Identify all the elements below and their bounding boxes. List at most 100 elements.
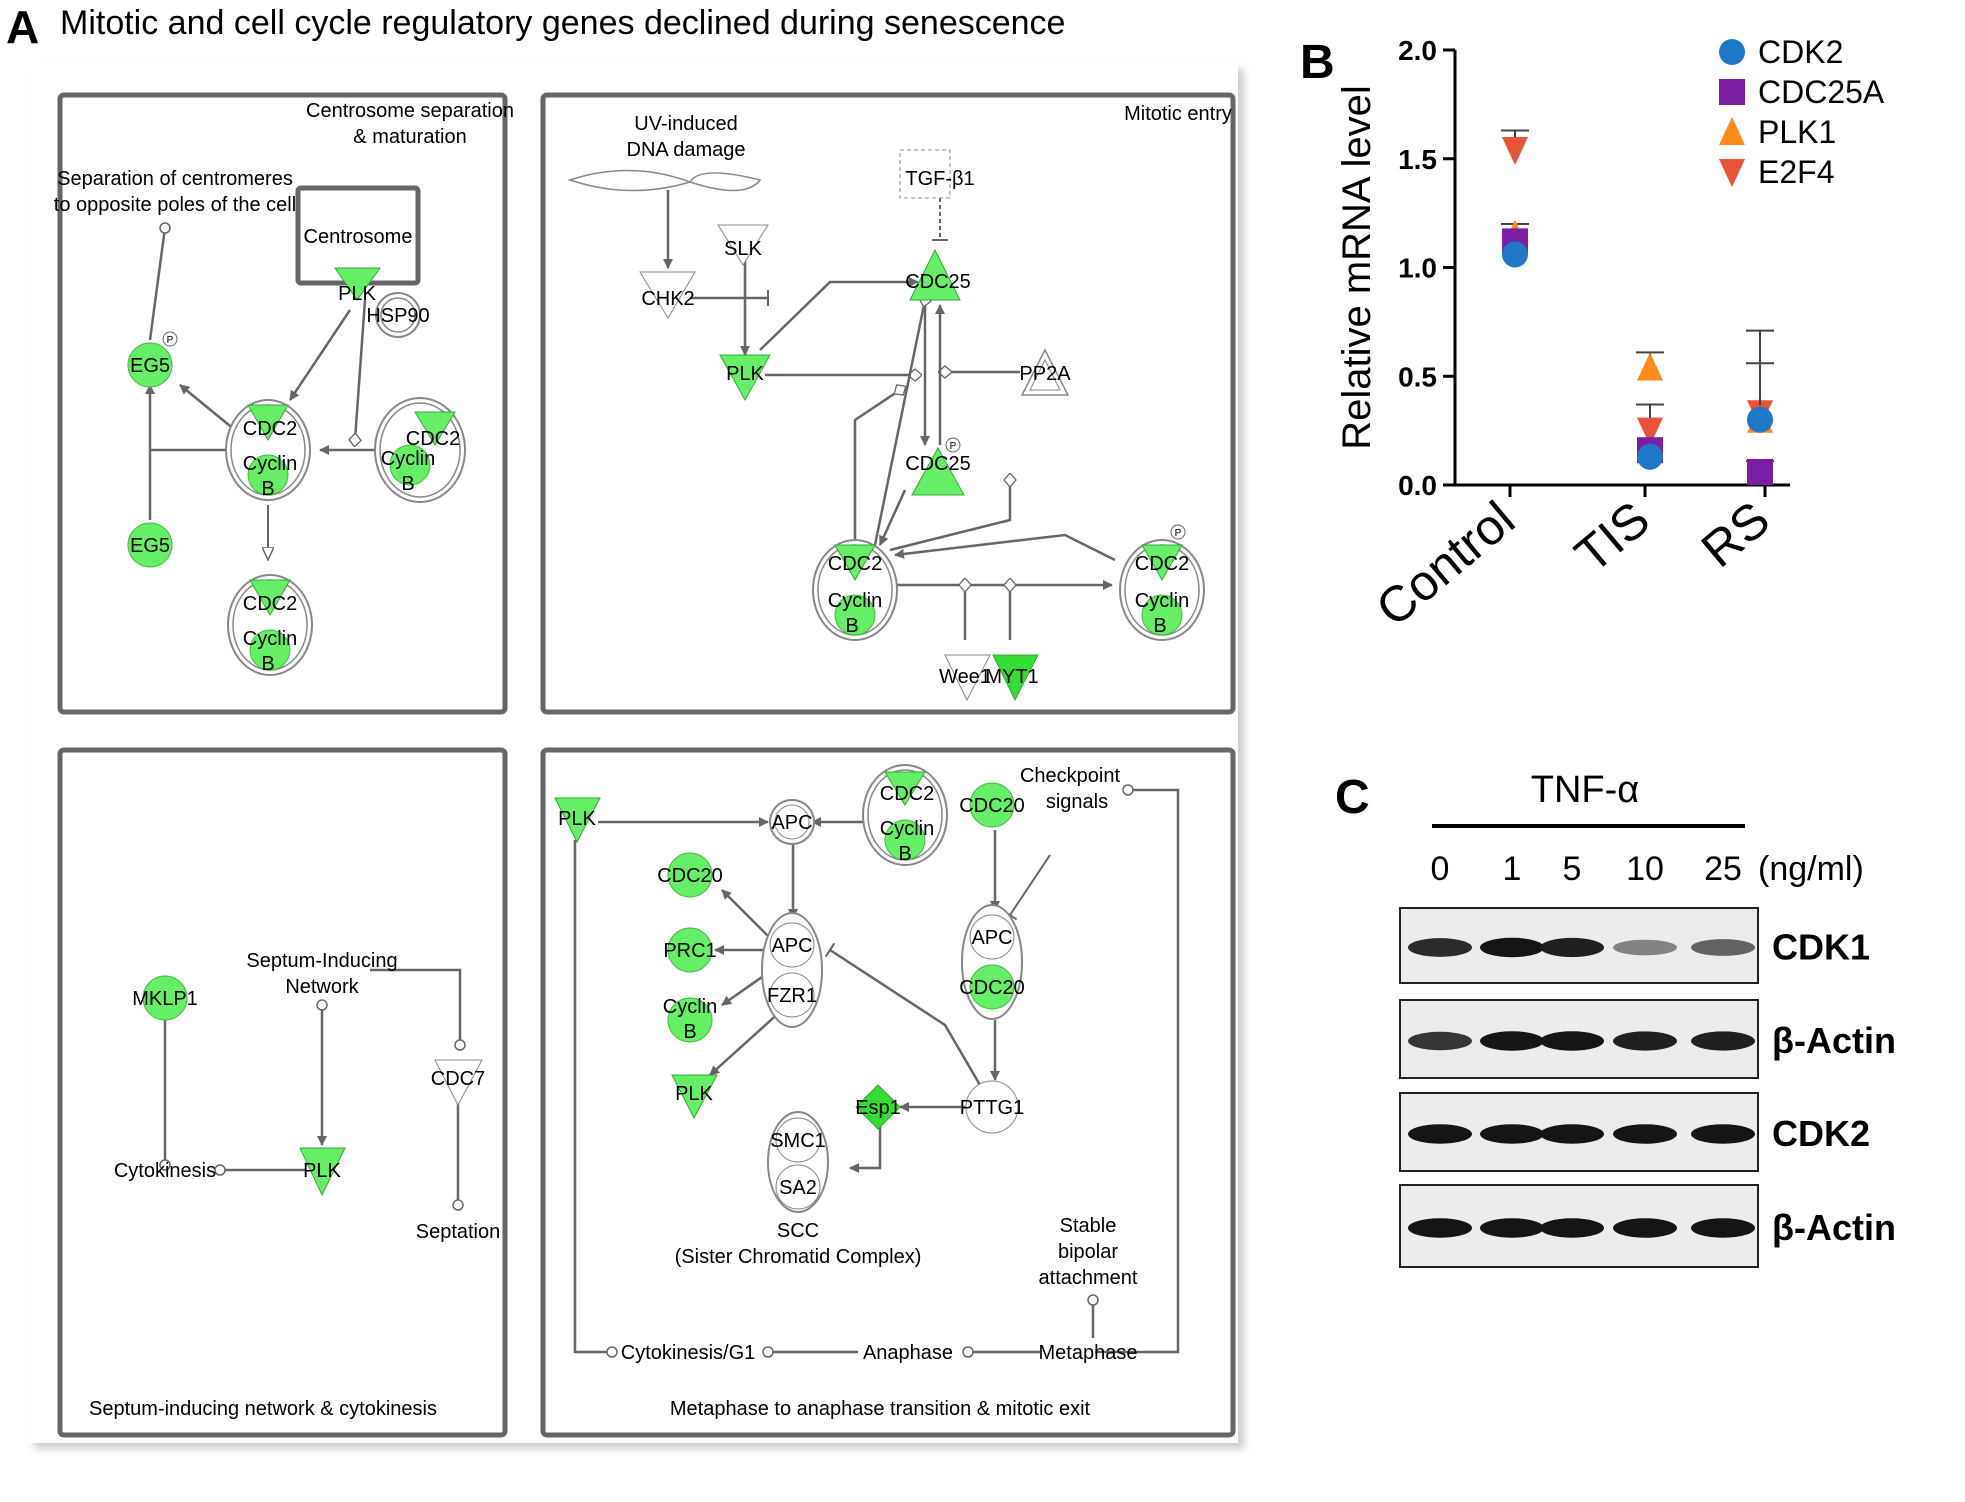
svg-text:B: B [261, 478, 274, 500]
edge [573, 840, 618, 1358]
quadrant-box [57, 92, 508, 715]
treatment-label: TNF-α [1531, 769, 1640, 811]
slk-label: SLK [724, 238, 762, 260]
blot-label: β-Actin [1772, 1207, 1896, 1248]
blot-band [1691, 1031, 1755, 1051]
myt1-label: MYT1 [985, 666, 1038, 688]
blot-band [1691, 939, 1755, 956]
legend-marker-e2f4 [1719, 159, 1745, 187]
eg5-top-label: EG5 [130, 355, 170, 377]
blot-band [1540, 1218, 1604, 1238]
panel-a-title: Mitotic and cell cycle regulatory genes … [60, 4, 1066, 42]
plk-node [299, 1147, 346, 1197]
slk-node [717, 224, 769, 266]
blot-band [1613, 1031, 1677, 1051]
edge [1002, 854, 1051, 921]
y-tick-label: 1.5 [1398, 144, 1437, 175]
q1-title-1: Centrosome separation [306, 100, 514, 122]
svg-text:Cyclin: Cyclin [243, 453, 297, 475]
phospho-label: P [950, 441, 957, 452]
y-tick-label: 0.5 [1398, 361, 1437, 392]
anaphase-label: Anaphase [863, 1342, 953, 1364]
cdc2-cyclinb-complex-right: CDC2 Cyclin B P [1119, 524, 1205, 641]
esp1-node [855, 1084, 901, 1130]
blot-band [1408, 1124, 1472, 1144]
svg-text:B: B [1153, 615, 1166, 637]
dose-label: 0 [1431, 850, 1450, 888]
septum-label-2: Network [285, 976, 359, 998]
dose-label: 5 [1563, 850, 1582, 888]
svg-text:CDC2: CDC2 [243, 418, 297, 440]
prc1-label: PRC1 [663, 940, 716, 962]
cdc25-top-node [909, 248, 961, 301]
chk2-label: CHK2 [641, 288, 694, 310]
svg-text:Cyclin: Cyclin [828, 590, 882, 612]
dose-label: 25 [1704, 850, 1742, 888]
svg-text:Cyclin: Cyclin [1135, 590, 1189, 612]
cytokinesis-label: Cytokinesis [114, 1160, 216, 1182]
edge [894, 533, 1116, 562]
edge [824, 942, 982, 1086]
septum-label-1: Septum-Inducing [246, 950, 397, 972]
blot-band [1613, 939, 1677, 956]
edge [889, 480, 1010, 552]
legend-label: E2F4 [1758, 154, 1834, 190]
blot-band [1480, 937, 1544, 958]
plk-label: PLK [558, 808, 596, 830]
blot-band [1480, 1031, 1544, 1051]
data-point-plk1 [1637, 352, 1663, 381]
svg-text:P: P [1175, 528, 1182, 539]
blot-band [1408, 1031, 1472, 1051]
mklp1-label: MKLP1 [132, 988, 198, 1010]
quadrant-box [540, 747, 1236, 1438]
svg-text:B: B [401, 473, 414, 495]
pp2a-label: PP2A [1019, 363, 1071, 385]
checkpoint-label-2: signals [1046, 791, 1108, 813]
q2-title: Mitotic entry [1124, 103, 1232, 125]
cdc20-top-label: CDC20 [959, 795, 1025, 817]
blot-band [1540, 1031, 1604, 1051]
blot-band [1408, 938, 1472, 957]
blot-band [1480, 1124, 1544, 1144]
blot-band [1540, 937, 1604, 958]
data-point-cdk2 [1637, 443, 1663, 470]
edge [721, 889, 771, 939]
svg-text:SA2: SA2 [779, 1177, 817, 1199]
centrosome-label: Centrosome [304, 226, 413, 248]
legend-marker-plk1 [1719, 117, 1745, 145]
svg-text:Cyclin: Cyclin [880, 818, 934, 840]
svg-text:CDC2: CDC2 [406, 428, 460, 450]
svg-text:CDC2: CDC2 [880, 783, 934, 805]
cdc20-label: CDC20 [657, 865, 723, 887]
apc-cdc20-complex: APC CDC20 [959, 904, 1025, 1020]
edge [878, 489, 907, 546]
cyclinb-node [667, 997, 713, 1043]
plk-label-bottom: PLK [675, 1083, 713, 1105]
apc-top-label: APC [771, 812, 812, 834]
plk-node-bottom [671, 1074, 718, 1120]
diagram-background [28, 63, 1238, 1443]
x-tick-label: TIS [1564, 491, 1660, 584]
q3-caption: Septum-inducing network & cytokinesis [89, 1398, 437, 1420]
mklp1-node [142, 975, 188, 1021]
svg-text:Cyclin: Cyclin [381, 448, 435, 470]
scc-complex: SMC1 SA2 [767, 1111, 829, 1213]
panel-c-letter: C [1335, 771, 1370, 824]
edge [849, 1125, 882, 1173]
plk-label: PLK [303, 1160, 341, 1182]
dna-damage-icon [567, 169, 762, 192]
stable-label-3: attachment [1039, 1267, 1138, 1289]
esp1-label: Esp1 [855, 1097, 901, 1119]
edge [288, 309, 352, 401]
cdc20-top-node [969, 782, 1015, 828]
blot-band [1691, 1218, 1755, 1238]
septation-label: Septation [416, 1221, 501, 1243]
tgfb1-node [899, 149, 951, 199]
metaphase-label: Metaphase [1039, 1342, 1138, 1364]
y-tick-label: 2.0 [1398, 35, 1437, 66]
edge [709, 1009, 783, 1076]
data-point-cdc25a [1747, 458, 1773, 485]
